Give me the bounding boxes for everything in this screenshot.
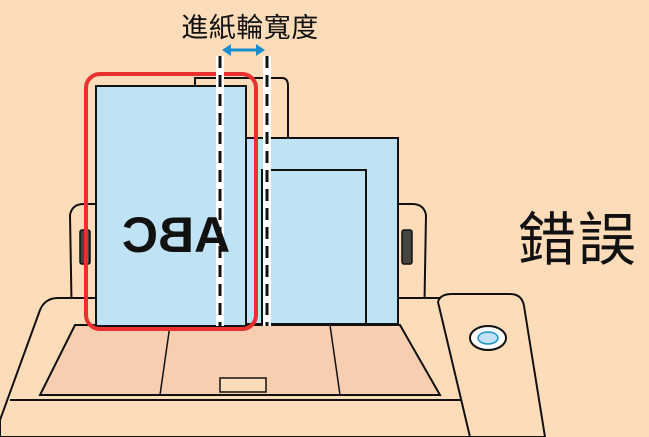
error-verdict-label: 錯誤 [518,206,639,274]
roller-width-label: 進紙輪寬度 [181,13,319,44]
control-panel [436,293,547,437]
power-button-light [477,331,499,345]
right-guide-tab-icon [401,229,413,265]
width-arrow-right-head [256,44,265,56]
tray-stopper [219,377,267,393]
paper-sheet-medium [261,169,367,325]
tray-rib [329,324,341,396]
tray-rib [159,324,171,396]
highlight-frame [84,72,258,331]
document-text: ABC [122,207,230,263]
width-arrow-left-head [222,44,231,56]
